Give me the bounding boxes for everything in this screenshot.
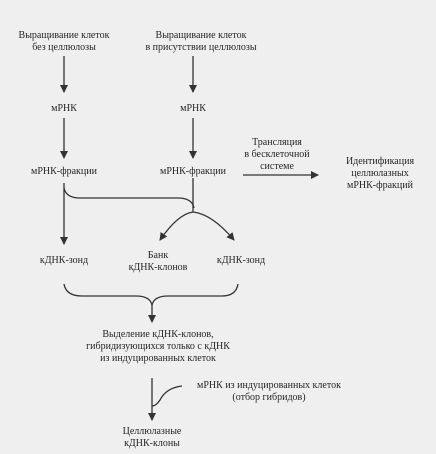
fractions-join-bracket (63, 187, 195, 209)
cellulase-clones-label: Целлюлазные кДНК-клоны (104, 426, 200, 450)
arrow-to-bank (159, 211, 194, 241)
translation-label: Трансляция в бесклеточной системе (244, 137, 310, 172)
left-probe-label: кДНК-зонд (19, 255, 109, 267)
bank-label: Банк кДНК-клонов (110, 250, 206, 274)
left-growth-label: Выращивание клеток без целлюлозы (4, 30, 124, 54)
arrow-to-right-probe (192, 211, 235, 241)
selection-label: Выделение кДНК-клонов, гибридизующихся т… (60, 329, 256, 365)
probes-join-bracket (63, 283, 239, 306)
identification-label: Идентификация целлюлазных мРНК-фракций (330, 156, 430, 192)
left-mrna-label: мРНК (34, 103, 94, 115)
left-fractions-label: мРНК-фракции (14, 166, 114, 178)
right-growth-label: Выращивание клеток в присутствии целлюло… (130, 30, 272, 54)
induced-mrna-label: мРНК из индуцированных клеток (отбор гиб… (184, 380, 354, 404)
right-probe-label: кДНК-зонд (196, 255, 286, 267)
right-mrna-label: мРНК (163, 103, 223, 115)
right-fractions-label: мРНК-фракции (143, 166, 243, 178)
induced-mrna-feed (151, 385, 183, 407)
